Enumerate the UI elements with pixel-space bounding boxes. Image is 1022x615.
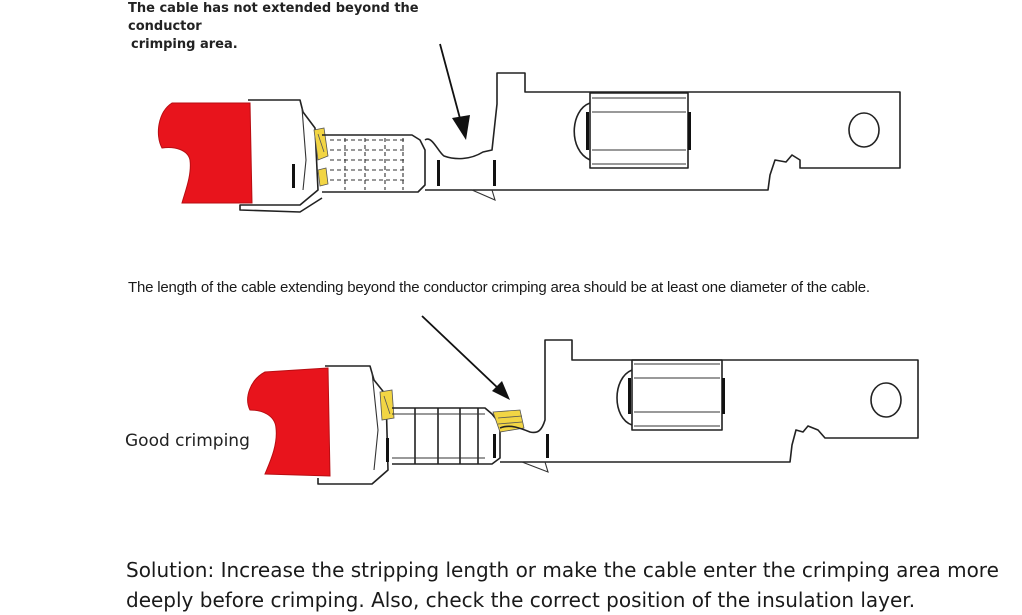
insulation-crimp-barrel-top [239,99,323,213]
conductor-crimp-barrel-bottom [392,407,501,465]
conductor-crimp-barrel-top [322,134,426,193]
conductor-strands-bottom-left [379,389,395,421]
contact-spring-window-bottom [616,359,725,431]
contact-spring-window-top [573,92,691,169]
insulation-crimp-barrel-bottom [317,365,389,485]
solution-line-1: Solution: Increase the stripping length … [126,558,999,582]
bottom-diagram-caption: The length of the cable extending beyond… [128,279,870,296]
mounting-hole-bottom [870,382,902,418]
solution-text: Solution: Increase the stripping length … [126,555,1006,615]
mounting-hole-top [848,112,880,148]
conductor-strands-top [313,127,329,187]
solution-line-2: deeply before crimping. Also, check the … [126,588,916,612]
top-caption-line-1: The cable has not extended beyond the co… [128,1,419,34]
pointer-arrow-top [439,43,470,140]
pointer-arrow-bottom [421,315,510,400]
cable-insulation-bottom [247,367,331,477]
bad-crimp-diagram [157,43,901,213]
top-diagram-caption: The cable has not extended beyond the co… [128,0,458,54]
terminal-body-bottom [499,339,919,463]
terminal-body-top [424,72,901,191]
top-caption-line-2: crimping area. [131,37,238,52]
good-crimp-diagram [247,315,919,485]
cable-insulation-top [157,102,253,204]
good-crimping-label: Good crimping [125,431,250,451]
